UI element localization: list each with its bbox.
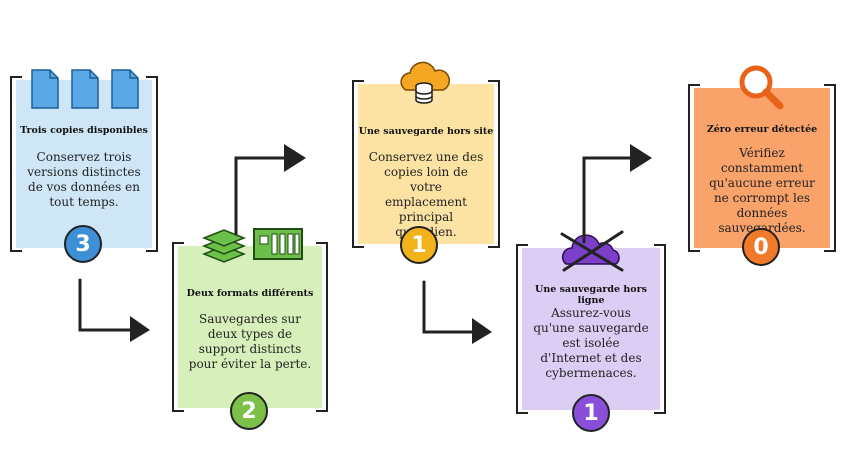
step-badge: 0 <box>742 228 780 266</box>
card-hors-site: Une sauvegarde hors site Conservez une d… <box>352 80 500 264</box>
card-title: Une sauvegarde hors site <box>358 126 494 137</box>
flow-arrow <box>78 278 150 342</box>
flow-arrow <box>422 280 492 344</box>
cloud-crossed-icon <box>560 230 624 272</box>
card-title: Zéro erreur détectée <box>706 124 818 135</box>
card-description: Sauvegardes sur deux types de support di… <box>188 312 312 371</box>
card-hors-ligne: Une sauvegarde hors ligne Assurez-vous q… <box>516 244 666 432</box>
step-badge: 3 <box>64 225 102 263</box>
card-title: Deux formats différents <box>186 288 314 299</box>
step-badge: 1 <box>400 226 438 264</box>
hard-drive-icon <box>253 228 303 260</box>
card-description: Conservez une des copies loin de votre e… <box>368 150 484 239</box>
card-title: Trois copies disponibles <box>20 125 148 136</box>
magnifier-icon <box>739 65 784 110</box>
card-zero-erreur: Zéro erreur détectée Vérifiez constammen… <box>688 84 836 266</box>
card-description: Assurez-vous qu'une sauvegarde est isolé… <box>533 306 649 380</box>
layers-icon <box>201 229 247 263</box>
flow-arrow <box>234 144 306 236</box>
card-description: Conservez trois versions distinctes de v… <box>27 150 141 209</box>
cloud-database-icon <box>400 61 451 104</box>
step-badge: 1 <box>572 394 610 432</box>
flow-arrow <box>582 144 652 244</box>
card-description: Vérifiez constamment qu'aucune erreur ne… <box>709 146 815 235</box>
step-badge: 2 <box>230 392 268 430</box>
card-deux-formats: Deux formats différents Sauvegardes sur … <box>172 242 328 430</box>
card-title: Une sauvegarde hors ligne <box>535 284 647 306</box>
document-icon <box>31 69 139 109</box>
